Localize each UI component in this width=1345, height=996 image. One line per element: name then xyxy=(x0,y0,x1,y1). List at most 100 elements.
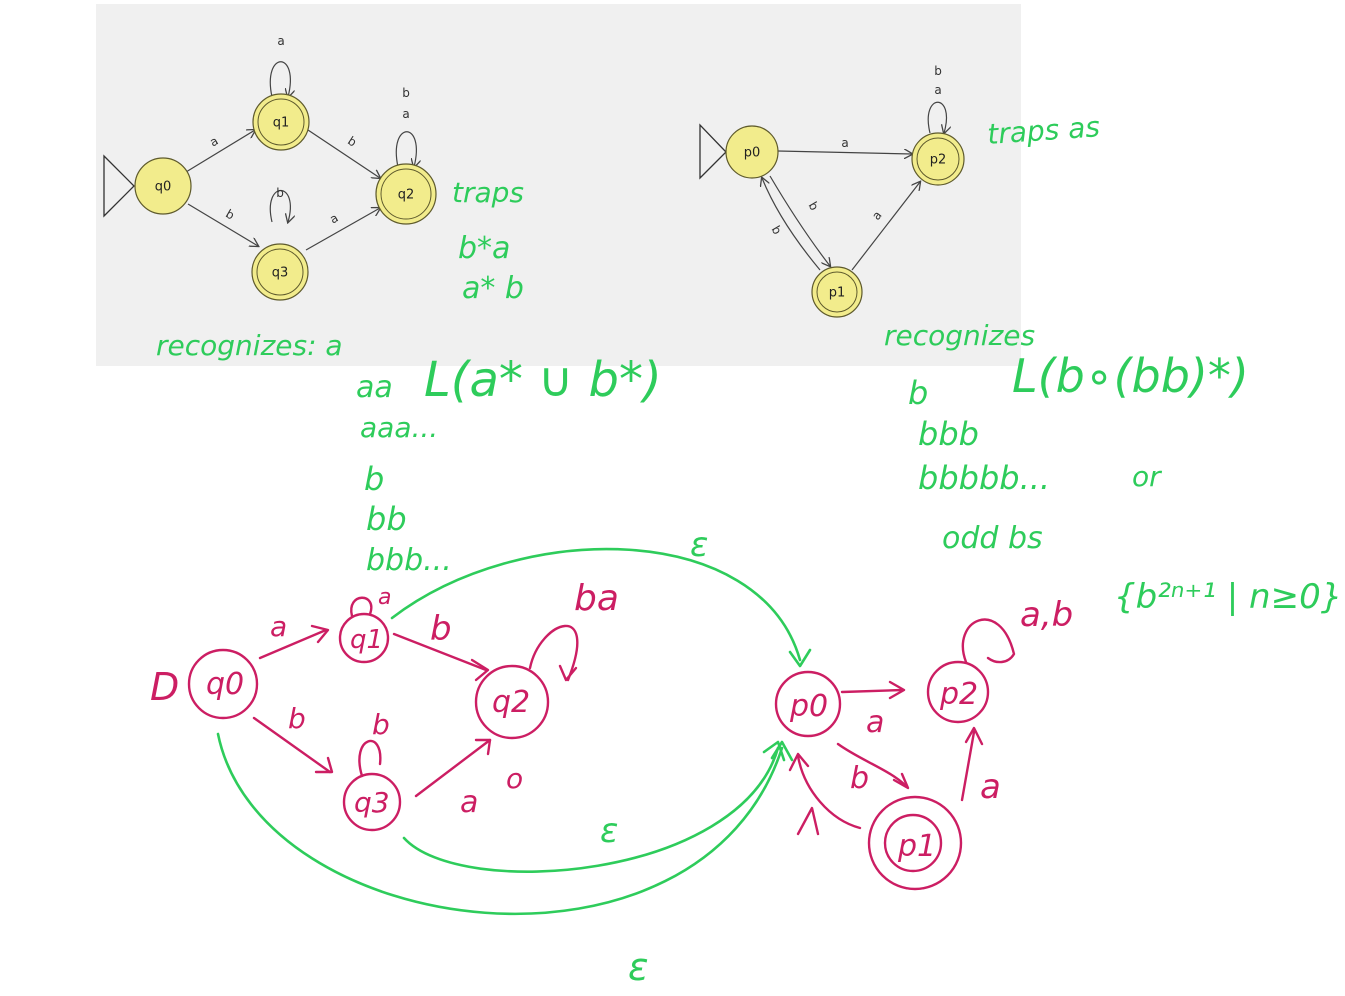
state-label-q3: q3 xyxy=(272,266,289,281)
edge-label-p0-p2: a xyxy=(841,136,848,150)
pink-label-p0: p0 xyxy=(789,689,828,724)
pink-label-p1: p1 xyxy=(897,829,936,864)
epsilon-arrowhead-bottom xyxy=(770,740,794,762)
state-label-q0: q0 xyxy=(155,180,172,195)
self-loop-q2 xyxy=(395,131,416,167)
pink-label-ba-q2self: ba xyxy=(574,578,619,619)
note-epsilon-bottom: ε xyxy=(628,945,649,989)
pink-arrowhead xyxy=(888,680,906,700)
pink-label-a-p0p2: a xyxy=(866,705,884,740)
pink-edge-p0-p1 xyxy=(836,742,908,788)
top-right-dfa: a a b b b a p0 p2 p1 xyxy=(699,64,965,318)
state-q3 xyxy=(251,243,309,301)
pink-label-b-p0p1: b xyxy=(850,761,869,796)
state-p1 xyxy=(811,266,863,318)
pink-state-p1 xyxy=(867,795,963,891)
note-traps-as: traps as xyxy=(986,110,1101,151)
pink-state-q0 xyxy=(187,648,259,720)
epsilon-arrowhead-mid xyxy=(762,740,786,762)
pink-arrowhead xyxy=(310,624,330,644)
note-left-line-1: aa xyxy=(356,370,393,405)
state-label-q2: q2 xyxy=(398,188,415,203)
epsilon-arrowhead-top xyxy=(788,648,812,668)
pink-state-q2 xyxy=(474,664,550,740)
pink-label-a-q1self: a xyxy=(378,585,391,610)
pink-label-q3: q3 xyxy=(354,786,390,819)
state-p2 xyxy=(911,132,965,186)
pink-self-loop-p2 xyxy=(961,618,1016,664)
note-right-language: L(b∘(bb)*) xyxy=(1012,349,1249,403)
state-label-p1: p1 xyxy=(829,286,846,301)
state-q2 xyxy=(375,163,437,225)
pink-self-loop-q3 xyxy=(358,739,382,778)
state-label-p2: p2 xyxy=(930,153,947,168)
start-arrow-icon xyxy=(103,154,135,218)
pink-label-ab-p2self: a,b xyxy=(1020,595,1073,635)
pink-label-b-p1p0-mark xyxy=(796,806,820,836)
pink-label-a-q0q1: a xyxy=(270,610,287,643)
self-loop-p2 xyxy=(927,101,946,133)
pink-edge-p0-p2 xyxy=(840,688,904,694)
epsilon-arc-q0-p0 xyxy=(216,732,784,916)
pink-label-b-q3self: b xyxy=(372,708,390,741)
note-left-line-5: bbb... xyxy=(366,543,452,578)
note-epsilon-mid: ε xyxy=(600,811,618,851)
pink-edge-q1-q2 xyxy=(392,632,488,672)
edge-p0-p2 xyxy=(777,151,912,154)
note-set-notation: {b²ⁿ⁺¹ | n≥0} xyxy=(1114,577,1342,617)
note-left-line-4: bb xyxy=(366,500,407,538)
self-loop-label-q3: b xyxy=(276,186,284,200)
pink-label-a-p1p2: a xyxy=(980,767,1001,807)
green-notes: traps b*a a* b traps as recognizes: a aa… xyxy=(156,110,1342,989)
note-recognizes-right: recognizes xyxy=(884,319,1035,352)
pink-arrowhead xyxy=(470,658,490,682)
state-label-p0: p0 xyxy=(744,146,761,161)
pink-state-p2 xyxy=(926,660,990,724)
note-right-line-1: b xyxy=(908,374,928,412)
pink-state-p0 xyxy=(774,670,842,738)
edge-q1-q2 xyxy=(307,129,380,178)
self-loop-label-p2-a: a xyxy=(934,83,941,97)
pink-arrowhead xyxy=(892,772,910,790)
self-loop-q3 xyxy=(269,189,290,223)
edge-p1-p2 xyxy=(851,182,920,271)
state-q0 xyxy=(134,157,192,215)
pink-label-a-q3q2: a xyxy=(460,785,478,820)
pink-start-marker: D xyxy=(150,665,179,709)
state-label-q1: q1 xyxy=(273,116,290,131)
note-or: or xyxy=(1132,460,1162,493)
screenshot-panel xyxy=(96,4,1021,366)
note-traps: traps xyxy=(452,176,524,209)
pink-label-p2: p2 xyxy=(939,677,978,712)
pink-self-loop-q1 xyxy=(350,596,373,618)
pink-edge-q3-q2 xyxy=(414,738,492,798)
epsilon-arc-q1-p0 xyxy=(390,547,802,662)
state-p0 xyxy=(725,125,779,179)
note-epsilon-top: ε xyxy=(690,525,708,565)
pink-arrowhead xyxy=(558,664,578,682)
pink-label-b-q1q2: b xyxy=(430,609,452,649)
note-left-language: L(a* ∪ b*) xyxy=(424,352,662,408)
pink-state-q1 xyxy=(338,612,390,664)
note-left-line-3: b xyxy=(364,460,384,498)
state-q1 xyxy=(252,93,310,151)
note-traps-b-star-a: b*a xyxy=(458,231,510,266)
pink-edge-q0-q1 xyxy=(258,628,328,660)
edge-p1-p0 xyxy=(762,178,821,271)
note-recognizes-left: recognizes: a xyxy=(156,329,343,362)
pink-state-q3 xyxy=(342,772,402,832)
pink-label-q0: q0 xyxy=(206,667,244,702)
note-right-line-4: odd bs xyxy=(942,521,1043,556)
self-loop-label-q2-b: b xyxy=(402,86,410,100)
edge-q3-q2 xyxy=(305,208,380,251)
pink-nfa: D q0 q1 q2 q3 p0 p2 p1 a b b a ba b xyxy=(150,578,1073,891)
pink-edge-p1-p0 xyxy=(796,754,862,830)
self-loop-label-q2-a: a xyxy=(402,107,409,121)
note-left-line-2: aaa... xyxy=(360,411,438,444)
pink-arrowhead xyxy=(474,738,492,756)
pink-edge-q0-q3 xyxy=(252,716,332,774)
note-right-line-3: bbbbb... xyxy=(918,459,1050,497)
self-loop-q1 xyxy=(269,61,290,97)
pink-arrowhead xyxy=(314,756,334,774)
